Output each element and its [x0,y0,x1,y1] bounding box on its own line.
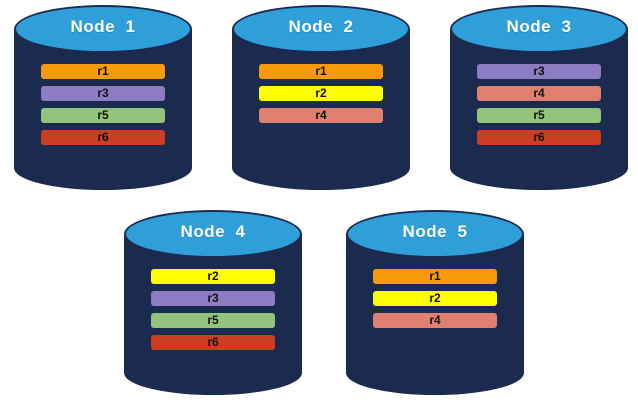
replica-bar-r6[interactable]: r6 [477,130,601,145]
database-node-5[interactable]: Node 5 r1 r2 r4 [346,210,524,395]
cylinder-top-ellipse [232,5,410,53]
replica-bar-r4[interactable]: r4 [477,86,601,101]
database-node-4[interactable]: Node 4 r2 r3 r5 r6 [124,210,302,395]
cylinder-top-ellipse [14,5,192,53]
replica-bar-r5[interactable]: r5 [477,108,601,123]
replica-bar-r5[interactable]: r5 [151,313,275,328]
replica-bar-r1[interactable]: r1 [41,64,165,79]
database-node-1[interactable]: Node 1 r1 r3 r5 r6 [14,5,192,190]
replica-list: r2 r3 r5 r6 [151,269,275,350]
replica-bar-r6[interactable]: r6 [41,130,165,145]
replica-bar-r4[interactable]: r4 [373,313,497,328]
replica-bar-r6[interactable]: r6 [151,335,275,350]
replica-bar-r1[interactable]: r1 [373,269,497,284]
replica-list: r1 r3 r5 r6 [41,64,165,145]
replica-bar-r3[interactable]: r3 [41,86,165,101]
database-node-2[interactable]: Node 2 r1 r2 r4 [232,5,410,190]
replica-bar-r1[interactable]: r1 [259,64,383,79]
replica-bar-r2[interactable]: r2 [259,86,383,101]
replica-bar-r3[interactable]: r3 [477,64,601,79]
database-node-3[interactable]: Node 3 r3 r4 r5 r6 [450,5,628,190]
replica-list: r1 r2 r4 [259,64,383,123]
replica-bar-r5[interactable]: r5 [41,108,165,123]
replica-bar-r2[interactable]: r2 [373,291,497,306]
replica-bar-r3[interactable]: r3 [151,291,275,306]
replica-list: r1 r2 r4 [373,269,497,328]
cylinder-top-ellipse [450,5,628,53]
cylinder-top-ellipse [124,210,302,258]
node-title: Node 5 [402,222,468,241]
replica-bar-r4[interactable]: r4 [259,108,383,123]
replica-list: r3 r4 r5 r6 [477,64,601,145]
node-title: Node 2 [288,17,354,36]
node-title: Node 3 [506,17,572,36]
node-title: Node 1 [70,17,136,36]
node-title: Node 4 [180,222,246,241]
replica-bar-r2[interactable]: r2 [151,269,275,284]
cylinder-top-ellipse [346,210,524,258]
